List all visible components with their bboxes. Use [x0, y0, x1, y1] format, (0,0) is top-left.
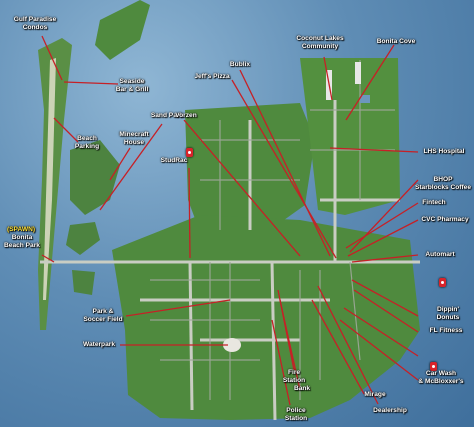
label-car-wash[interactable]: Car Wash& McBloxxer's	[418, 370, 464, 385]
label-fintech[interactable]: Fintech	[422, 199, 446, 206]
label-spawn-tag: (SPAWN)	[6, 226, 36, 233]
label-waterpark[interactable]: Waterpark	[82, 341, 115, 348]
label-fl-fitness[interactable]: FL Fitness	[429, 327, 463, 334]
studrac-pin-icon[interactable]	[186, 148, 193, 157]
label-cvc[interactable]: CVC Pharmacy	[421, 216, 469, 223]
label-sand-park[interactable]: Sand Park	[150, 112, 184, 119]
label-jeffs-pizza[interactable]: Jeff's Pizza	[194, 73, 230, 80]
mid-islands	[70, 140, 120, 215]
label-automart[interactable]: Automart	[425, 251, 455, 258]
car-wash-pin-icon[interactable]	[430, 362, 437, 371]
label-mirage[interactable]: Mirage	[364, 391, 386, 398]
label-lhs-hospital[interactable]: LHS Hospital	[423, 148, 465, 155]
label-dealership[interactable]: Dealership	[373, 407, 407, 414]
label-bonita-cove[interactable]: Bonita Cove	[376, 38, 416, 45]
label-bublix[interactable]: Bublix	[229, 61, 251, 68]
label-vorzen[interactable]: Vorzen	[175, 112, 197, 119]
northeast-block	[300, 58, 400, 215]
label-studrac[interactable]: StudRac	[160, 157, 188, 164]
label-dippin[interactable]: Dippin'Donuts	[436, 306, 460, 321]
north-islet	[95, 0, 150, 60]
label-bank[interactable]: Bank	[293, 385, 311, 392]
automart-pin-icon[interactable]	[439, 278, 446, 287]
south-island	[112, 215, 420, 420]
label-park-soccer[interactable]: Park &Soccer Field	[83, 308, 123, 323]
